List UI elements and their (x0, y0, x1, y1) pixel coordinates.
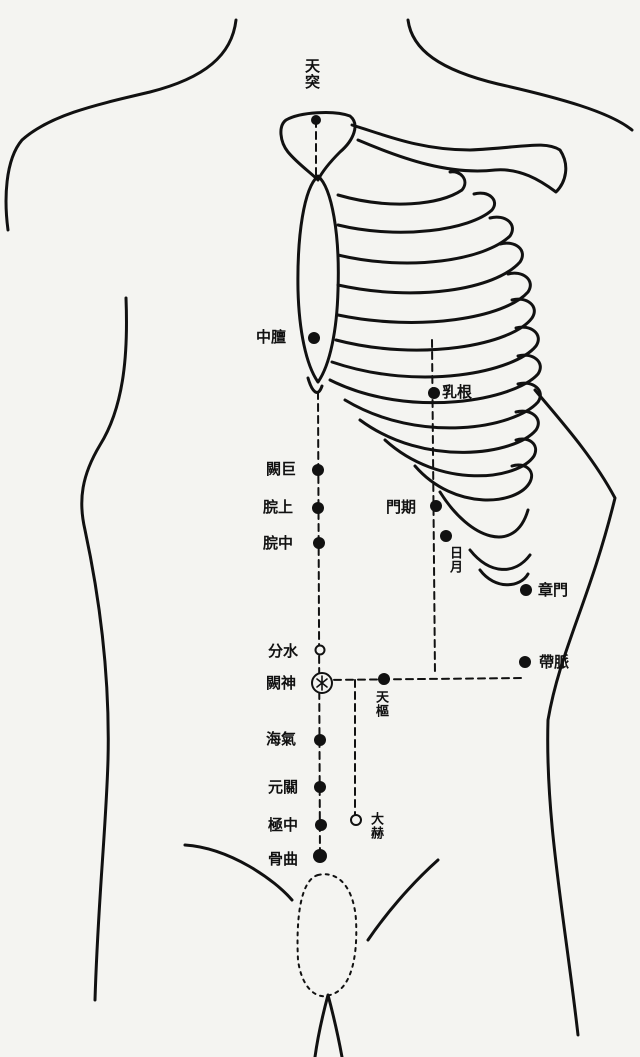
tiantu-point (311, 115, 321, 125)
shuifen-point (316, 646, 325, 655)
sternum-outline (298, 176, 338, 382)
rugen-point (428, 387, 440, 399)
riyue-point (440, 530, 452, 542)
shanzhong-label: 中膻 (256, 330, 286, 345)
zhongwan-label: 脘中 (263, 536, 293, 551)
dahe-label: 大赫 (369, 812, 382, 840)
juque-point (312, 464, 324, 476)
qugu-label: 骨曲 (268, 852, 298, 867)
tianshu-point (378, 673, 390, 685)
shanzhong-point (308, 332, 320, 344)
zhongji-point (315, 819, 327, 831)
genital-dotted-outline (298, 874, 357, 996)
right-torso-outline (535, 390, 615, 1035)
groin-right-line (368, 860, 438, 940)
guanyuan-label: 元關 (268, 780, 298, 795)
clavicle-outline (352, 125, 566, 192)
qimen-point (430, 500, 442, 512)
qimen-label: 門期 (386, 500, 416, 515)
shenque-point (312, 673, 332, 693)
ribcage (330, 172, 540, 585)
juque-label: 闕巨 (266, 462, 296, 477)
zhongji-label: 極中 (268, 818, 298, 833)
ren-meridian-line (316, 120, 320, 860)
perineum-line (315, 995, 342, 1057)
zhangmen-label: 章門 (538, 583, 568, 598)
shangwan-label: 脘上 (263, 500, 293, 515)
daimai-label: 帶脈 (539, 655, 569, 670)
horizontal-daimai-line (322, 678, 525, 680)
qihai-point (314, 734, 326, 746)
left-torso-outline (82, 298, 127, 1000)
zhangmen-point (520, 584, 532, 596)
neck-right-outline (408, 20, 632, 130)
tiantu-label: 天突 (304, 58, 319, 90)
zhongwan-point (313, 537, 325, 549)
guanyuan-point (314, 781, 326, 793)
shenque-label: 闕神 (266, 676, 296, 691)
daimai-point (519, 656, 531, 668)
neck-left-outline (6, 20, 236, 230)
riyue-label: 日月 (448, 546, 461, 574)
rugen-label: 乳根 (442, 385, 472, 400)
qugu-point (313, 849, 327, 863)
shangwan-point (312, 502, 324, 514)
qihai-label: 海氣 (266, 732, 296, 747)
tianshu-label: 天樞 (374, 690, 387, 718)
dahe-point (351, 815, 361, 825)
shuifen-label: 分水 (268, 644, 298, 659)
